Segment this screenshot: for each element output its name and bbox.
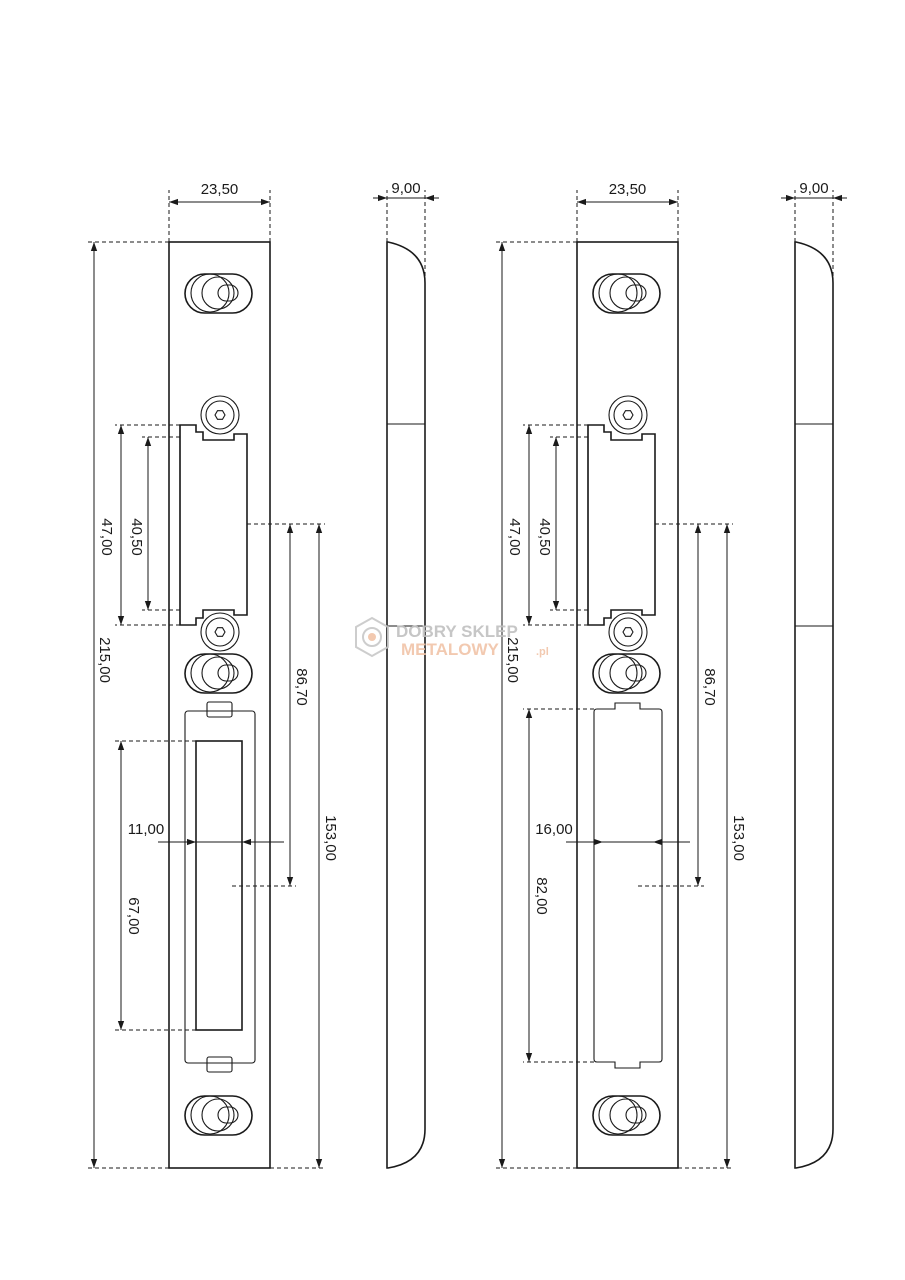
plate-outline (576, 241, 679, 1169)
screw-head-bottom (608, 612, 648, 652)
strike-plate-2: 23,50 215,00 47,00 40,50 86,70 153,00 1 (496, 181, 747, 1169)
dim-latch-inner-label: 40,50 (536, 518, 553, 556)
dim-overall-length-label: 215,00 (504, 637, 521, 683)
dim-thickness-label: 9,00 (799, 180, 828, 197)
dim-width-label: 23,50 (609, 181, 647, 198)
dim-depth-label: 153,00 (730, 815, 747, 861)
dim-width-label: 23,50 (201, 181, 239, 198)
watermark-suffix: .pl (536, 646, 549, 658)
mounting-slot-middle (184, 653, 253, 694)
dim-latch-outer-label: 47,00 (98, 518, 115, 556)
screw-head-top (608, 395, 648, 435)
bolt-recess (184, 701, 256, 1073)
screw-head-top (200, 395, 240, 435)
dim-latch-to-bolt-label: 86,70 (293, 668, 310, 706)
dimensions-plate-1: 23,50 215,00 47,00 40,50 86,70 1 (88, 181, 339, 1169)
side-profile-2: 9,00 (781, 180, 847, 1169)
dim-latch-inner-label: 40,50 (128, 518, 145, 556)
dim-bolt-offset-label: 11,00 (128, 821, 164, 838)
plate-outline (168, 241, 271, 1169)
mounting-slot-bottom (592, 1095, 661, 1136)
watermark-logo: DOBRY SKLEP METALOWY .pl (355, 616, 549, 659)
dimensions-plate-2: 23,50 215,00 47,00 40,50 86,70 153,00 1 (496, 181, 747, 1169)
gear-icon (355, 616, 389, 658)
strike-plate-1: 23,50 215,00 47,00 40,50 86,70 1 (88, 181, 339, 1169)
mounting-slot-middle (592, 653, 661, 694)
mounting-slot-top (184, 273, 253, 314)
dim-bolt-offset-label: 16,00 (535, 821, 573, 838)
dim-depth-label: 153,00 (322, 815, 339, 861)
side-profile-1: 9,00 (373, 180, 439, 1169)
dim-latch-outer-label: 47,00 (506, 518, 523, 556)
watermark-line-2: METALOWY (401, 640, 500, 659)
mounting-slot-top (592, 273, 661, 314)
dim-overall-length-label: 215,00 (96, 637, 113, 683)
latch-pocket (179, 424, 248, 626)
dim-latch-to-bolt-label: 86,70 (701, 668, 718, 706)
latch-pocket (587, 424, 656, 626)
screw-head-bottom (200, 612, 240, 652)
dim-bolt-height-label: 82,00 (533, 877, 550, 915)
mounting-slot-bottom (184, 1095, 253, 1136)
watermark-line-1: DOBRY SKLEP (396, 622, 518, 641)
bolt-recess (593, 702, 663, 1069)
dim-thickness-label: 9,00 (391, 180, 420, 197)
dim-bolt-height-label: 67,00 (125, 897, 142, 935)
